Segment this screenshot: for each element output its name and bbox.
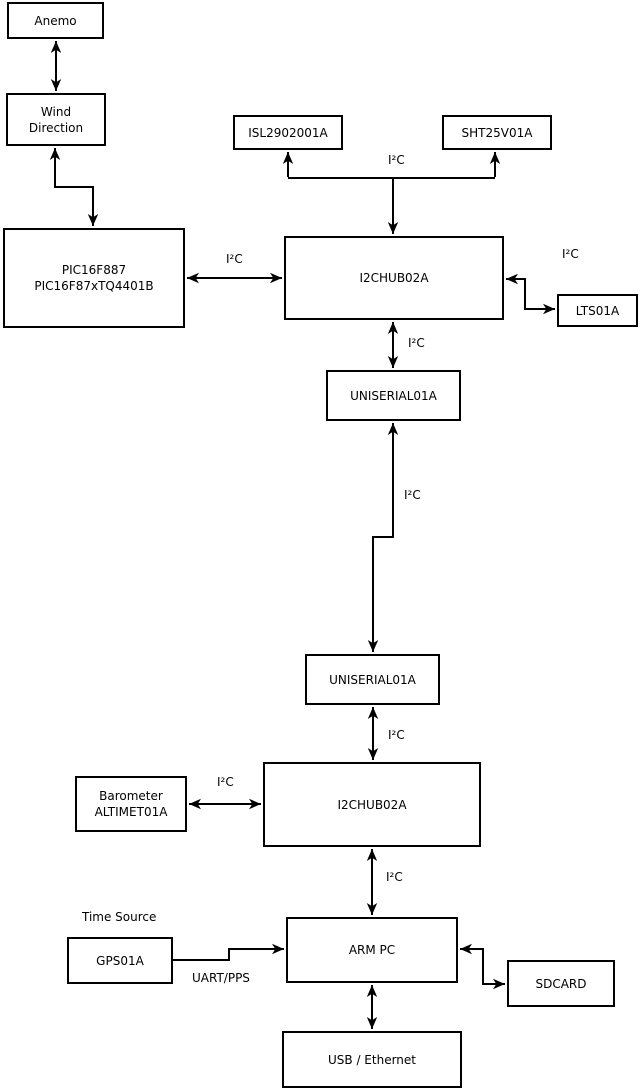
node-uniserial-bottom-label: UNISERIAL01A [329, 672, 416, 687]
node-barometer-line1: Barometer [99, 789, 163, 803]
node-anemo: Anemo [7, 2, 104, 39]
i2c-label-uniserial-hub: I²C [388, 728, 405, 742]
node-lts01a-label: LTS01A [575, 303, 620, 318]
node-anemo-label: Anemo [34, 13, 77, 28]
node-uniserial-bottom: UNISERIAL01A [305, 654, 440, 705]
node-wind-direction: Wind Direction [6, 93, 106, 146]
node-pic16f887-line2: PIC16F87xTQ4401B [34, 279, 154, 293]
node-gps01a-label: GPS01A [96, 953, 144, 968]
uart-pps-label: UART/PPS [192, 971, 250, 985]
node-pic16f887: PIC16F887 PIC16F87xTQ4401B [3, 228, 185, 328]
node-usb-ethernet: USB / Ethernet [282, 1031, 462, 1088]
i2c-label-lts: I²C [562, 247, 579, 261]
node-sht25v01a: SHT25V01A [442, 115, 552, 150]
node-pic16f887-line1: PIC16F887 [61, 263, 127, 277]
i2c-label-hub-uniserial: I²C [408, 336, 425, 350]
i2c-label-uniserial-link: I²C [404, 488, 421, 502]
node-sdcard: SDCARD [507, 960, 615, 1007]
node-i2chub-bottom: I2CHUB02A [263, 762, 481, 847]
i2c-label-pic-hub: I²C [226, 252, 243, 266]
node-i2chub-top-label: I2CHUB02A [359, 271, 429, 285]
node-isl2902001a: ISL2902001A [233, 115, 343, 150]
node-wind-direction-line1: Wind [40, 104, 72, 119]
i2c-label-hub-armpc: I²C [386, 870, 403, 884]
connector-gps-armpc [173, 943, 284, 961]
node-i2chub-top: I2CHUB02A [284, 236, 504, 320]
i2c-label-barometer: I²C [217, 775, 234, 789]
node-lts01a: LTS01A [557, 294, 638, 327]
connector-uniserial-uniserial [367, 423, 399, 652]
node-uniserial-top: UNISERIAL01A [326, 370, 461, 421]
node-arm-pc-label: ARM PC [348, 943, 396, 957]
node-isl2902001a-label: ISL2902001A [248, 125, 328, 140]
node-barometer-line2: ALTIMET01A [94, 805, 168, 819]
connector-wind-pic [49, 148, 99, 226]
node-uniserial-top-label: UNISERIAL01A [350, 388, 437, 403]
node-usb-ethernet-label: USB / Ethernet [328, 1052, 416, 1067]
connector-armpc-sdcard [460, 943, 505, 990]
node-i2chub-bottom-label: I2CHUB02A [337, 797, 407, 812]
node-arm-pc: ARM PC [286, 917, 458, 983]
node-sht25v01a-label: SHT25V01A [461, 125, 533, 140]
node-sdcard-label: SDCARD [535, 976, 587, 991]
node-wind-direction-line2: Direction [28, 120, 84, 135]
i2c-label-sensor-bus: I²C [388, 153, 405, 167]
node-barometer: Barometer ALTIMET01A [75, 776, 187, 832]
connector-i2chub-lts [506, 273, 555, 315]
node-gps01a: GPS01A [67, 937, 173, 984]
time-source-label: Time Source [82, 910, 157, 924]
